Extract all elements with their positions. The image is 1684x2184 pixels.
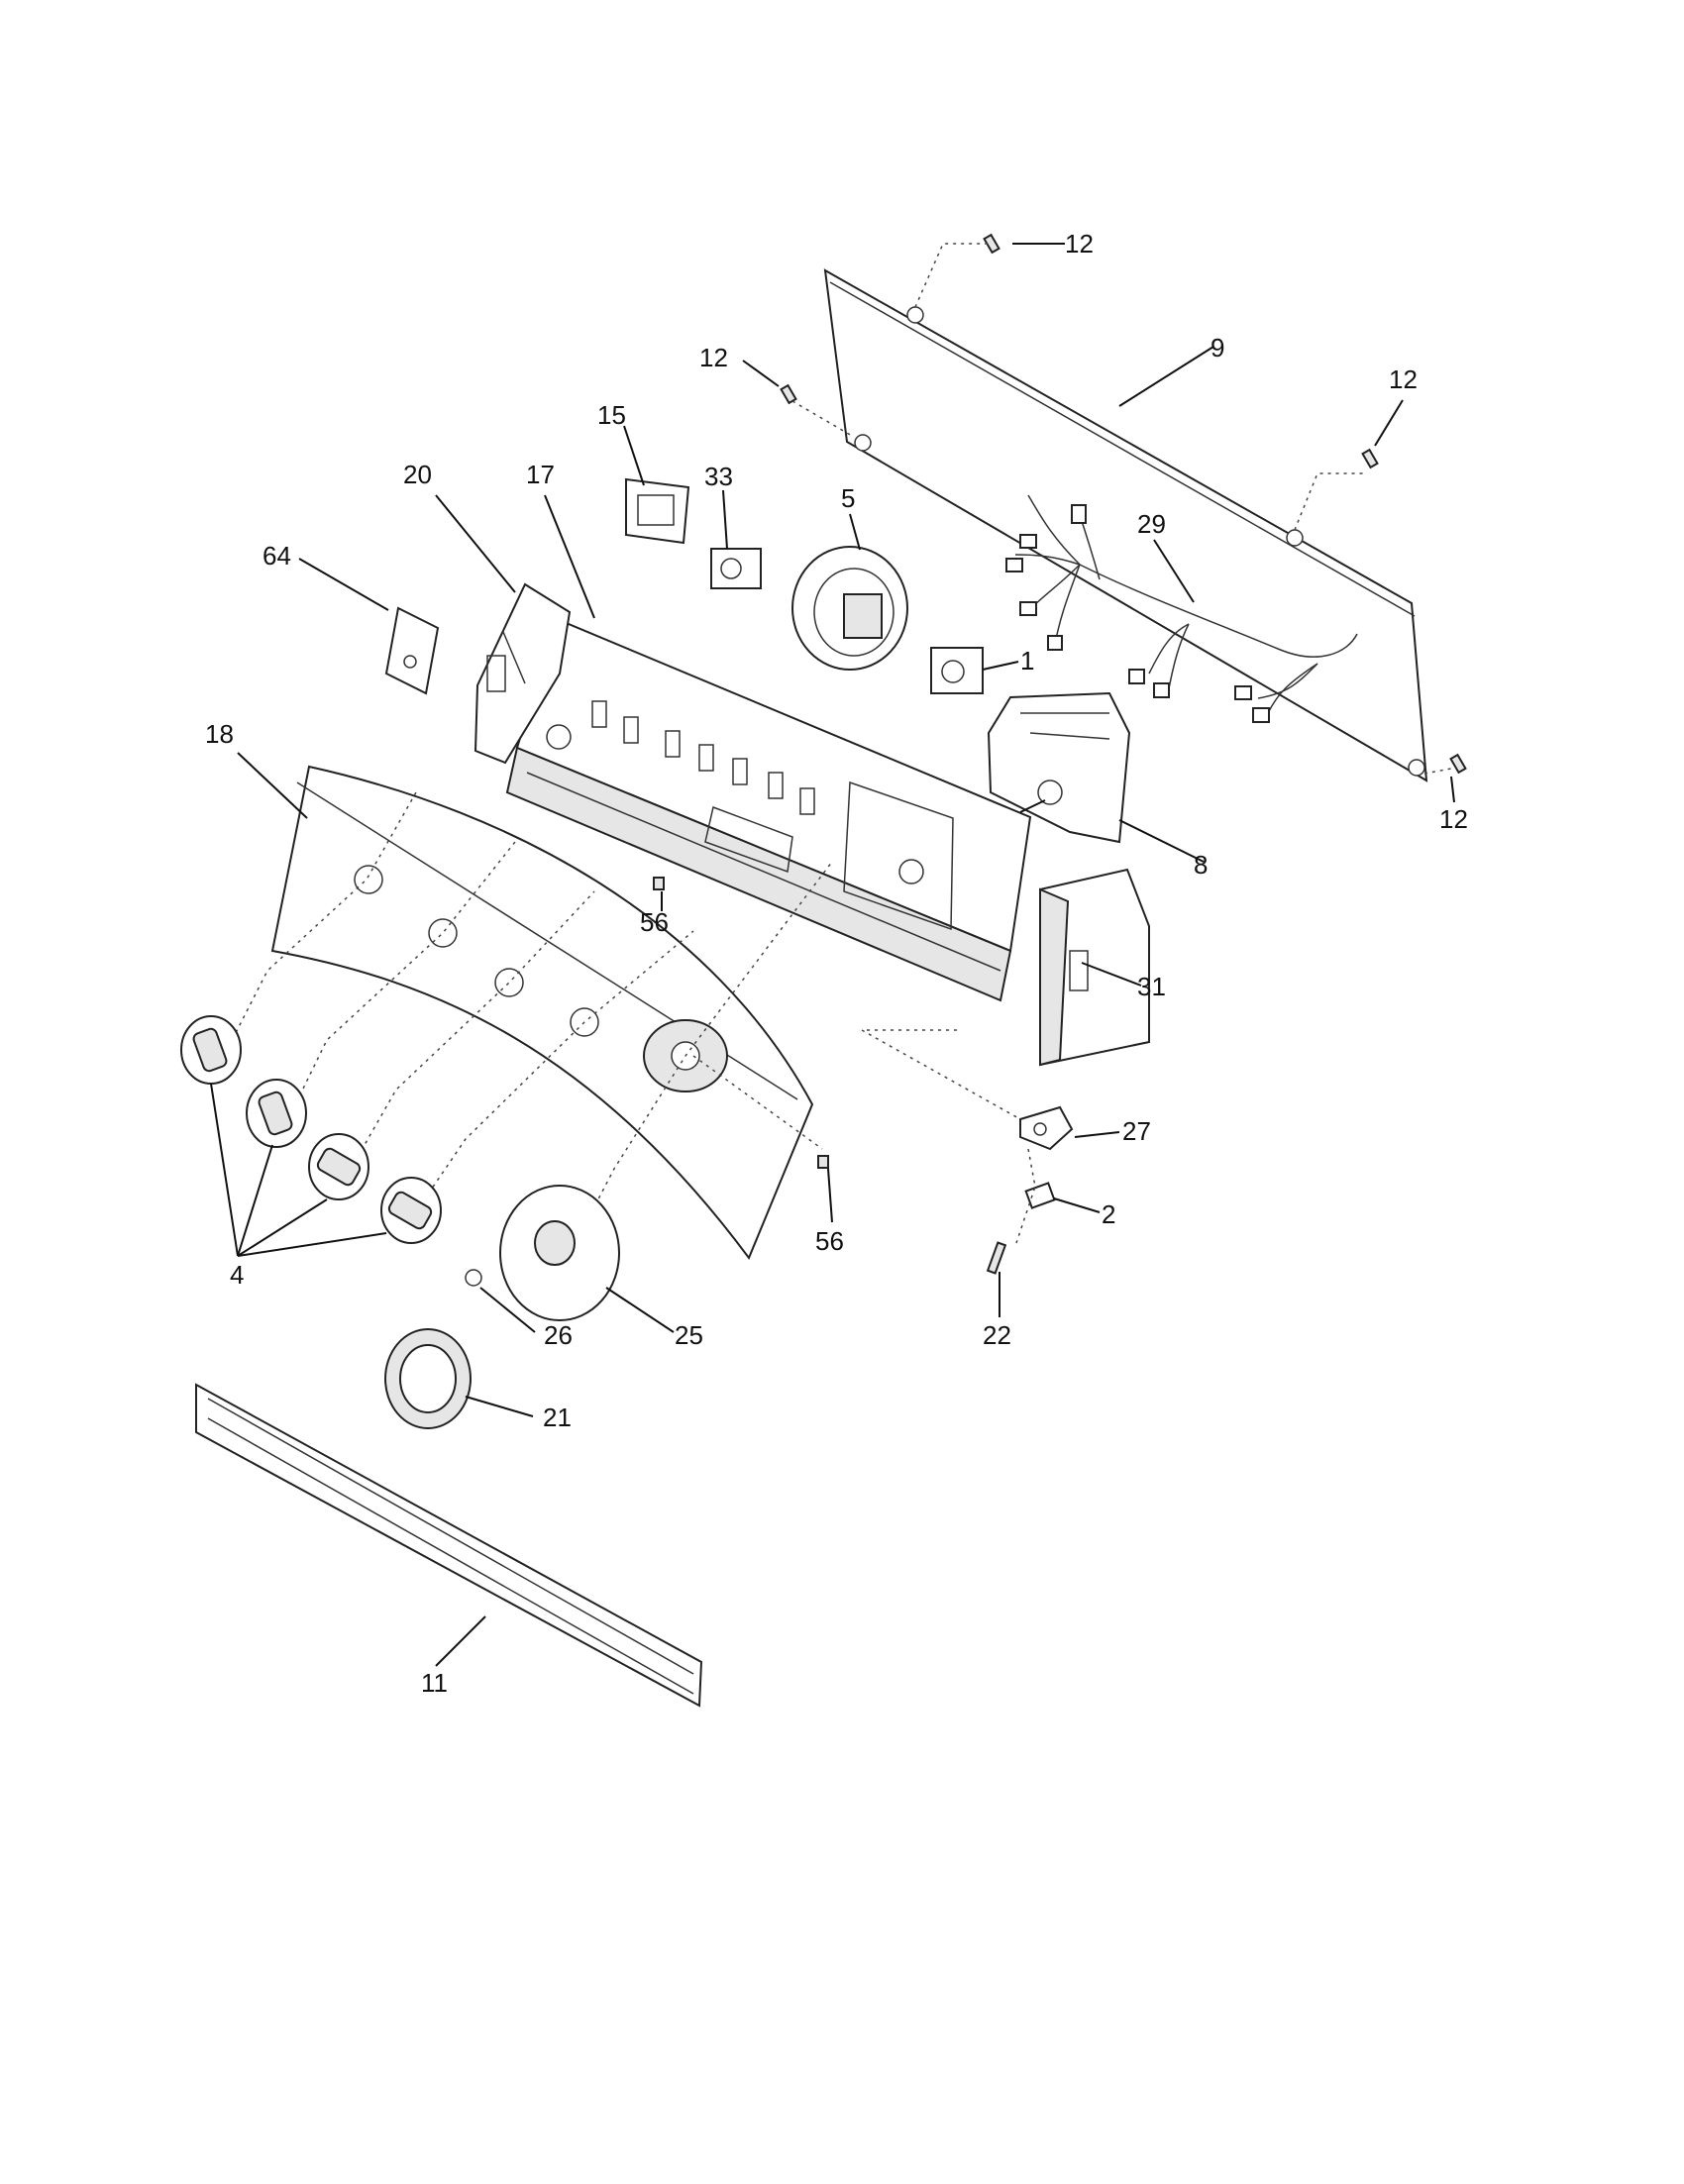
knob-2 [246,1079,307,1148]
spacer-2 [1024,1182,1056,1209]
label-21: 21 [543,1403,572,1432]
timer-knob-21 [384,1328,472,1429]
switch-1 [930,647,984,694]
label-12-right: 12 [1389,364,1418,394]
pressure-switch-5 [791,546,908,671]
label-12-left: 12 [699,343,728,372]
label-29: 29 [1137,509,1166,539]
knob-1 [180,1015,242,1085]
label-9: 9 [1210,333,1224,363]
leader-lines [210,243,1455,1667]
label-12-bottom: 12 [1439,804,1468,834]
timer-8 [987,691,1131,844]
label-2: 2 [1102,1199,1115,1229]
screw-56-lower [817,1155,829,1169]
screw-12-bottom [1449,753,1467,775]
left-end-cap [474,582,572,765]
label-11: 11 [421,1668,448,1698]
washer-26 [465,1269,482,1287]
knob-4 [380,1177,442,1244]
label-25: 25 [675,1320,703,1350]
label-12-top: 12 [1065,229,1094,259]
label-8: 8 [1194,850,1208,880]
label-18: 18 [205,719,234,749]
callout-labels: 12 12 12 12 9 15 33 5 20 17 64 29 1 18 8… [205,229,1468,1698]
label-27: 27 [1122,1116,1151,1146]
screw-12-left [780,383,797,405]
label-15: 15 [597,400,626,430]
label-5: 5 [841,483,855,513]
label-64: 64 [263,541,291,571]
label-31: 31 [1137,972,1166,1001]
trim-strip-11 [195,1383,703,1708]
label-20: 20 [403,460,432,489]
label-56-lower: 56 [815,1226,844,1256]
screw-12-top [983,233,1000,255]
label-4: 4 [230,1260,244,1290]
timer-dial-25 [499,1185,620,1321]
screw-56-upper [653,877,665,890]
label-33: 33 [704,462,733,491]
switch-33 [710,548,762,589]
label-17: 17 [526,460,555,489]
label-22: 22 [983,1320,1011,1350]
label-56-upper: 56 [640,907,669,937]
knob-3 [308,1133,369,1200]
label-26: 26 [544,1320,573,1350]
bracket-27 [1019,1105,1074,1151]
label-1: 1 [1020,646,1034,676]
wire-harness [1005,494,1358,723]
screw-12-right [1361,448,1379,469]
screw-22 [986,1241,1007,1275]
insert-plate [384,606,440,695]
console-back-panel [505,617,1032,1002]
rear-cover-panel [823,268,1428,782]
switch-15 [625,477,690,545]
